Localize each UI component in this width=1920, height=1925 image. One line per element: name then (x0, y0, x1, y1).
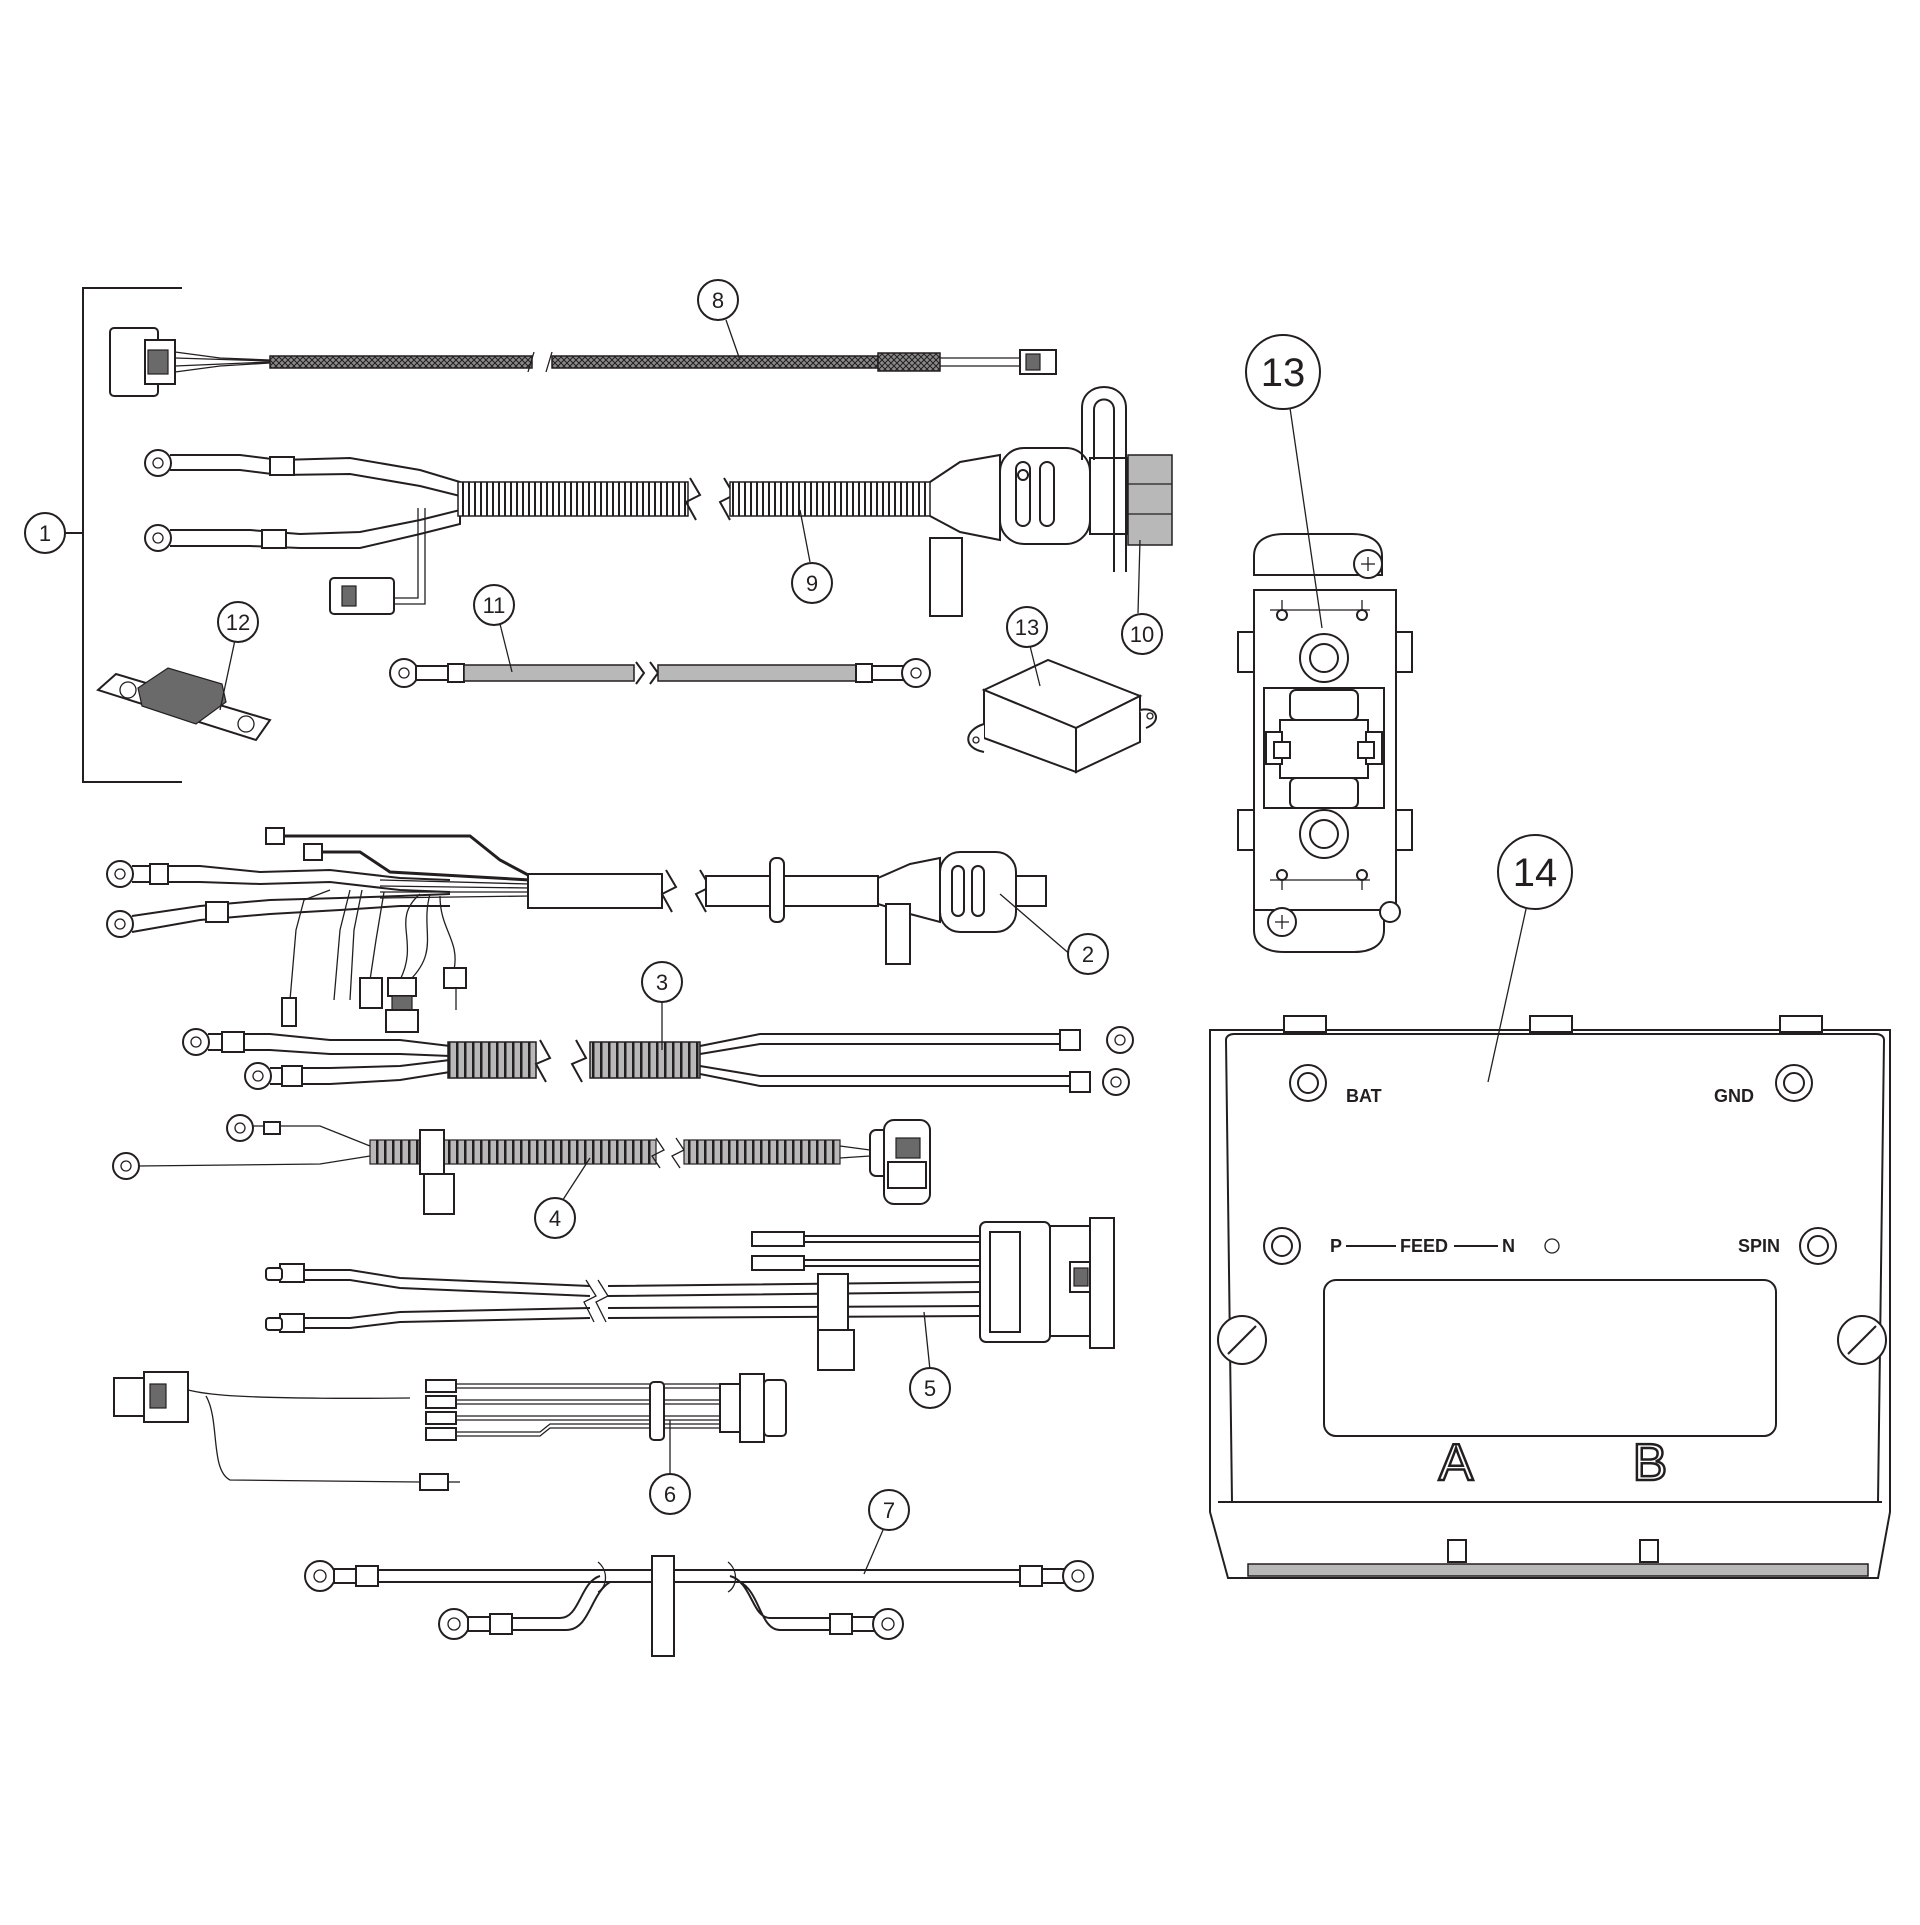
callout-6: 6 (649, 1473, 691, 1515)
callout-1: 1 (24, 512, 66, 554)
section-a-label: A (1439, 1434, 1474, 1492)
item-8-braided-cable (109, 327, 1057, 397)
item-4-sensor-harness (112, 1114, 931, 1215)
callout-3: 3 (641, 961, 683, 1003)
item-5-spinner-harness (265, 1217, 1115, 1371)
callout-11: 11 (473, 584, 515, 626)
callout-13-small: 13 (1006, 606, 1048, 648)
kit-bracket (65, 287, 182, 783)
callout-8-label: 8 (712, 288, 724, 313)
item-13-relay-detail (1237, 533, 1413, 953)
callout-5-label: 5 (924, 1376, 936, 1401)
callout-13-large-label: 13 (1261, 351, 1306, 395)
callout-10-label: 10 (1130, 622, 1154, 647)
callout-4: 4 (534, 1197, 576, 1239)
item-6-jumper-harness (113, 1371, 787, 1491)
callout-8: 8 (697, 279, 739, 321)
gnd-terminal-label: GND (1714, 1086, 1754, 1106)
callout-12: 12 (217, 601, 259, 643)
callout-9: 9 (791, 562, 833, 604)
callout-10: 10 (1121, 613, 1163, 655)
callout-9-label: 9 (806, 571, 818, 596)
item-9-power-harness (144, 386, 1173, 617)
item-3-dual-battery-cable (182, 1026, 1134, 1096)
callout-13-large: 13 (1245, 334, 1321, 410)
callout-14-label: 14 (1513, 851, 1558, 895)
callout-4-label: 4 (549, 1206, 561, 1231)
callout-2-label: 2 (1082, 942, 1094, 967)
callout-14: 14 (1497, 834, 1573, 910)
section-b-label: B (1633, 1434, 1668, 1492)
callout-5: 5 (909, 1367, 951, 1409)
callout-1-label: 1 (39, 521, 51, 546)
feed-label: FEED (1400, 1236, 1448, 1256)
item-7-ground-cable (304, 1555, 1094, 1657)
callout-12-label: 12 (226, 610, 250, 635)
n-label: N (1502, 1236, 1515, 1256)
item-13-relay-small (967, 658, 1157, 774)
item-11-battery-cable (389, 658, 931, 688)
item-2-control-harness (106, 827, 1047, 1033)
callout-7-label: 7 (883, 1498, 895, 1523)
leader-lines (219, 319, 1529, 1575)
callout-7: 7 (868, 1489, 910, 1531)
callout-2: 2 (1067, 933, 1109, 975)
callout-11-label: 11 (483, 593, 506, 618)
item-12-fuse-link (96, 667, 272, 742)
item-14-controller (1209, 1015, 1891, 1579)
p-label: P (1330, 1236, 1342, 1256)
callout-6-label: 6 (664, 1482, 676, 1507)
controller-labels: BAT GND P FEED N SPIN A B (1330, 1086, 1780, 1493)
callout-3-label: 3 (656, 970, 668, 995)
callout-13-small-label: 13 (1015, 615, 1039, 640)
bat-terminal-label: BAT (1346, 1086, 1382, 1106)
spin-terminal-label: SPIN (1738, 1236, 1780, 1256)
